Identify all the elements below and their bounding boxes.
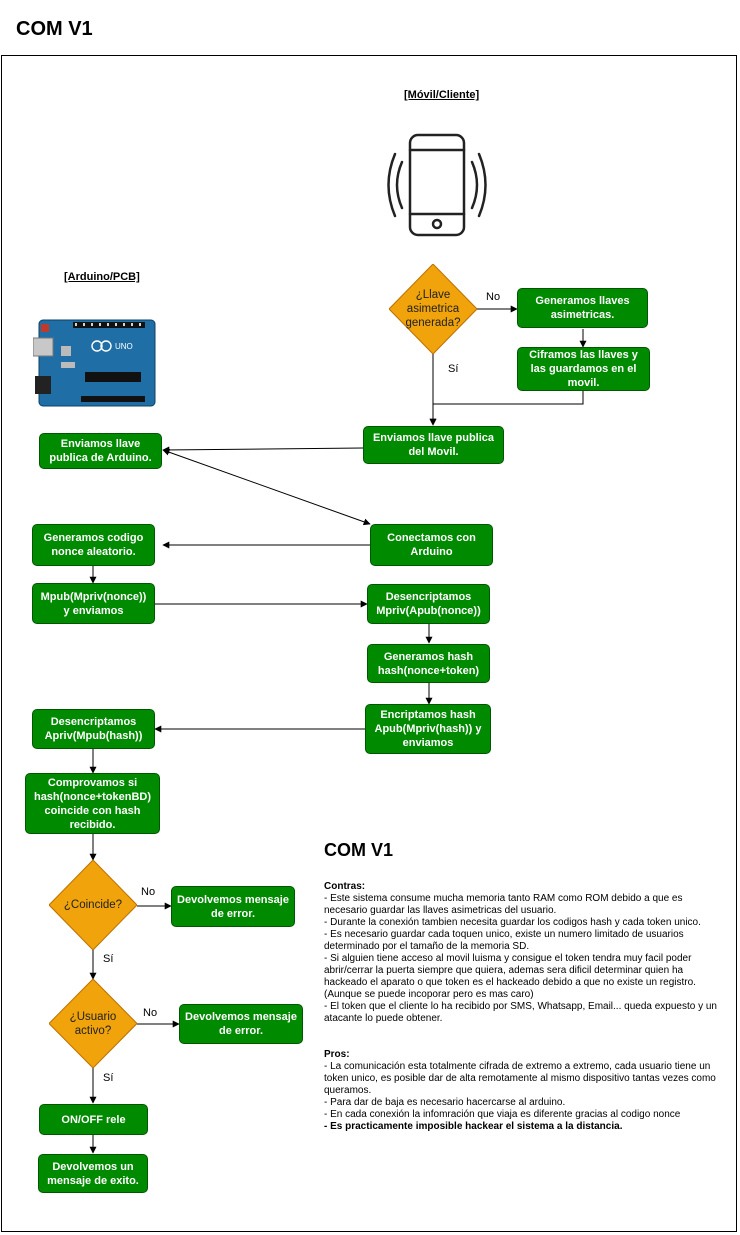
arduino-uno-board-icon: UNO [33,319,156,407]
decision-coincide: ¿Coincide? [49,860,137,950]
page-title: COM V1 [16,18,93,40]
contras-item: - Es necesario guardar cada toquen unico… [324,929,684,952]
pros-item: - La comunicación esta totalmente cifrad… [324,1061,716,1096]
label-no-coincide: No [141,886,156,898]
node-error-1: Devolvemos mensaje de error. [171,886,295,927]
node-conectamos-arduino: Conectamos con Arduino [370,524,493,566]
edge-arduino-conectamos [162,448,371,526]
contras-item: - Este sistema consume mucha memoria tan… [324,893,683,916]
edge-movil-arduino [162,446,364,454]
node-generamos-llaves: Generamos llaves asimetricas. [517,288,648,328]
node-encriptamos-hash: Encriptamos hash Apub(Mpriv(hash)) y env… [365,704,491,754]
smartphone-icon [387,133,487,237]
node-mensaje-exito: Devolvemos un mensaje de exito. [38,1154,148,1193]
decision-llave-label: ¿Llave asimetrica generada? [405,289,461,329]
decision-usuario-label: ¿Usuario activo? [69,1010,117,1037]
label-si-coincide: Sí [103,953,114,965]
diagram-frame [1,55,737,1232]
node-comprovamos-hash: Comprovamos si hash(nonce+tokenBD) coinc… [25,773,160,834]
edge-ciframos-enviamos [429,391,584,426]
contras-item: - El token que el cliente lo ha recibido… [324,1001,717,1024]
pros-label: Pros: [324,1049,350,1060]
notes-panel: COM V1 Contras: - Este sistema consume m… [324,840,724,1180]
pros-item: - En cada conexión la infomración que vi… [324,1109,681,1120]
label-si-usuario: Sí [103,1072,114,1084]
node-desencriptamos-mpriv: Desencriptamos Mpriv(Apub(nonce)) [367,584,490,624]
decision-coincide-label: ¿Coincide? [63,899,123,911]
pros-item: - Es practicamente imposible hackear el … [324,1121,623,1132]
node-ciframos-llaves: Ciframos las llaves y las guardamos en e… [517,347,650,391]
decision-llave-generada: ¿Llave asimetrica generada? [389,264,477,354]
node-error-2: Devolvemos mensaje de error. [179,1004,303,1044]
pros-item: - Para dar de baja es necesario hacercar… [324,1097,566,1108]
notes-title: COM V1 [324,840,394,860]
board-logo-text: UNO [115,342,133,351]
node-desencriptamos-apriv: Desencriptamos Apriv(Mpub(hash)) [32,709,155,749]
node-on-off-rele: ON/OFF rele [39,1104,148,1135]
label-si-llave: Sí [448,363,459,375]
heading-movil: [Móvil/Cliente] [404,89,480,101]
label-no-usuario: No [143,1007,158,1019]
decision-usuario-activo: ¿Usuario activo? [49,979,137,1068]
contras-item: - Durante la conexión tambien necesita g… [324,917,701,928]
node-generamos-nonce: Generamos codigo nonce aleatorio. [32,524,155,566]
node-enviamos-llave-arduino: Enviamos llave publica de Arduino. [39,433,162,469]
label-no-llave: No [486,291,501,303]
node-enviamos-llave-movil: Enviamos llave publica del Movil. [363,426,504,464]
heading-arduino: [Arduino/PCB] [64,271,140,283]
node-mpub-nonce: Mpub(Mpriv(nonce)) y enviamos [32,583,155,624]
node-generamos-hash: Generamos hash hash(nonce+token) [367,644,490,683]
contras-label: Contras: [324,881,366,892]
contras-item: - Si alguien tiene acceso al movil luism… [324,953,696,1000]
